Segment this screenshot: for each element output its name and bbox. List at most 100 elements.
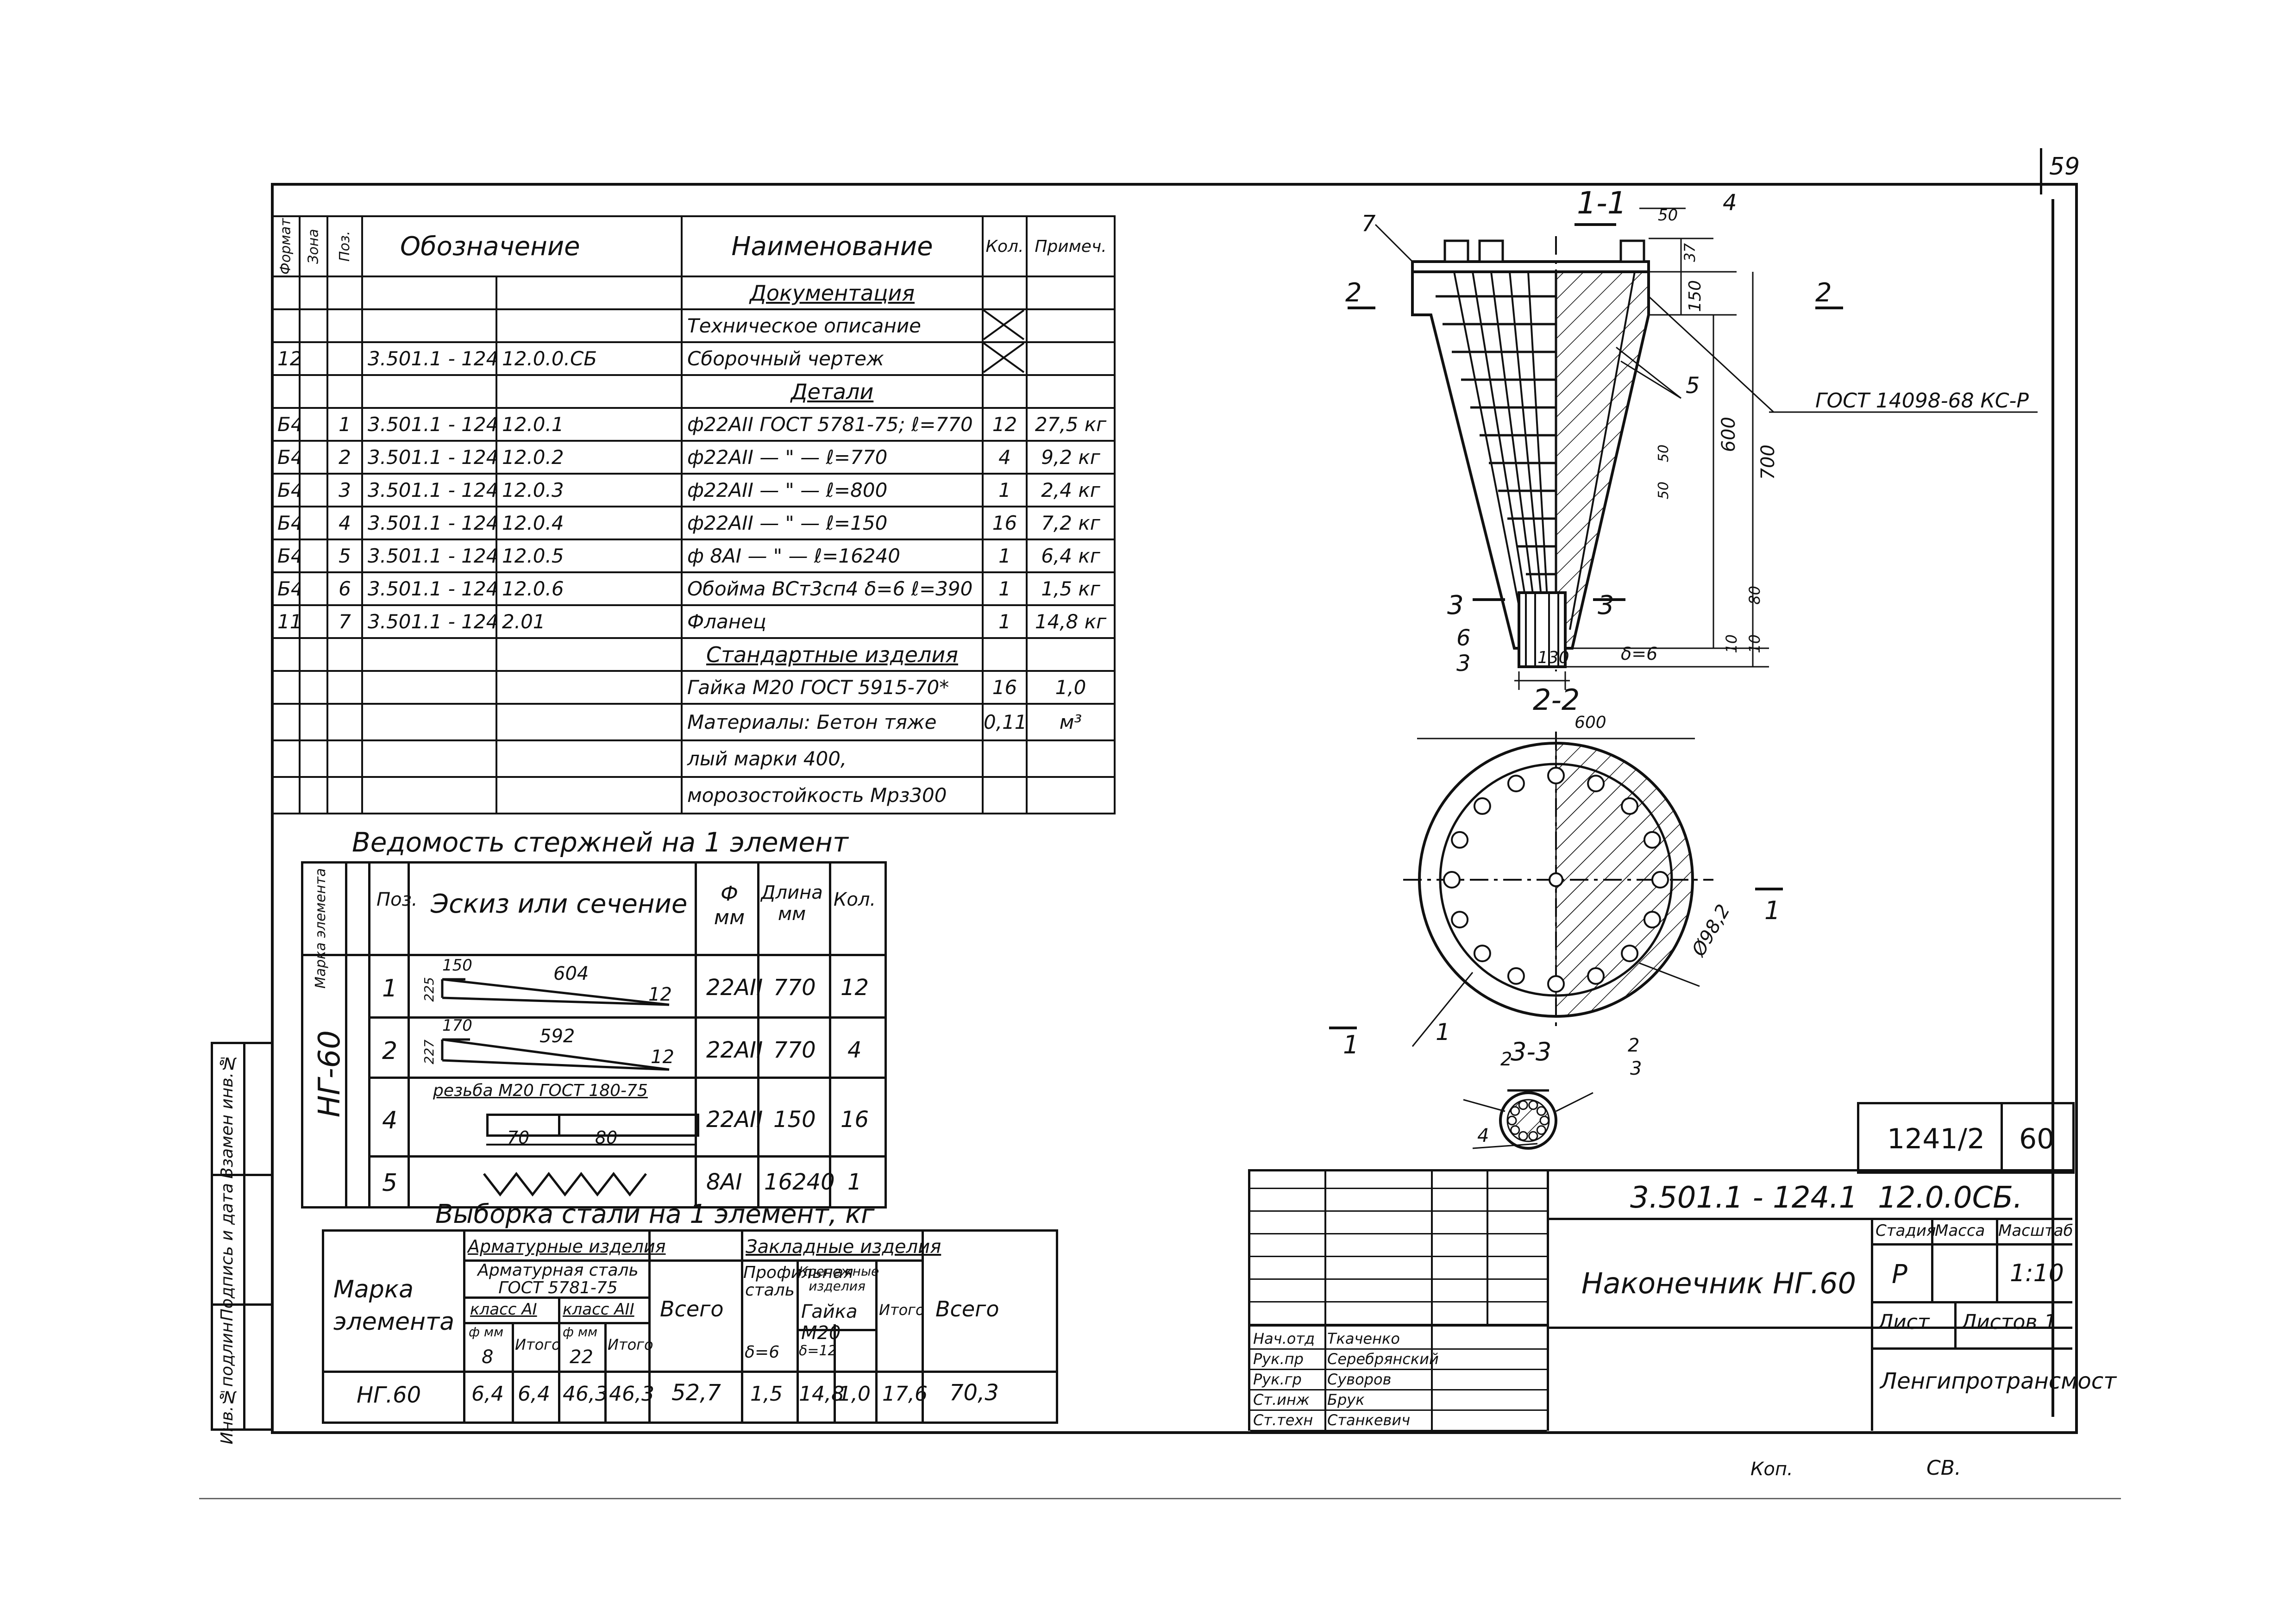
hdr-zone: Зона xyxy=(300,216,327,276)
steel-hdr-dia: ф мм xyxy=(469,1324,504,1340)
steel-row-p6: 1,5 xyxy=(750,1382,783,1406)
spec-cell-designation-2: 12.0.2 xyxy=(496,440,683,475)
rebar-row-qty: 16 xyxy=(841,1107,869,1133)
hdr-note: Примеч. xyxy=(1026,215,1116,277)
bolt-hole xyxy=(1451,911,1469,929)
dim-delta6: δ=6 xyxy=(1621,644,1658,664)
spec-cell-designation xyxy=(361,276,497,310)
hdr-designation: Обозначение xyxy=(361,215,683,277)
hdr-qty: Кол. xyxy=(982,215,1028,277)
spec-cell-designation-2: 12.0.5 xyxy=(496,539,683,573)
spec-cell-format xyxy=(271,776,301,814)
spec-cell-designation-2: 12.0.0.СБ xyxy=(496,341,683,376)
steel-hdr-nut: Гайка М20 xyxy=(801,1301,858,1344)
spec-cell-qty: 4 xyxy=(982,440,1028,475)
footer-line xyxy=(199,1498,2121,1499)
rebar-dim: 604 xyxy=(553,963,589,984)
steel-row-nut: 1,0 xyxy=(838,1382,871,1406)
rebar-mark-value: НГ-60 xyxy=(313,1030,347,1118)
doc-code-2: 12.0.0СБ. xyxy=(1878,1181,2023,1215)
spec-cell-qty xyxy=(982,374,1028,409)
spec-cell-name: ф22АII — " — ℓ=800 xyxy=(681,473,984,507)
dim-600b: 600 xyxy=(1575,713,1606,732)
spec-cell-qty: 16 xyxy=(982,506,1028,540)
rebar-row-pos: 2 xyxy=(382,1037,398,1065)
rebar-row-pos: 4 xyxy=(382,1107,398,1134)
bar-section xyxy=(1536,1125,1546,1135)
bolt-hole xyxy=(1547,767,1565,784)
spec-cell-name: Обойма ВСт3сп4 δ=6 ℓ=390 xyxy=(681,571,984,606)
steel-row-mark: НГ.60 xyxy=(357,1382,421,1408)
rebar-row-dia: 8АI xyxy=(706,1169,742,1195)
steel-row-all: 70,3 xyxy=(949,1380,999,1406)
center-bar xyxy=(1549,872,1563,887)
spec-cell-designation-2: 12.0.1 xyxy=(496,407,683,442)
spec-cell-zone xyxy=(299,571,328,606)
rebar-hdr-qty: Кол. xyxy=(834,889,876,910)
bolt-hole xyxy=(1587,967,1605,985)
spec-cell-name: Сборочный чертеж xyxy=(681,341,984,376)
spec-row: Техническое описание xyxy=(271,308,1116,343)
scale-header: Масштаб xyxy=(1998,1221,2073,1240)
rebar-row-length: 16240 xyxy=(764,1169,835,1195)
rebar-row-qty: 4 xyxy=(847,1037,862,1063)
spec-cell-designation: 3.501.1 - 124.1 xyxy=(361,506,497,540)
spec-cell-name: Фланец xyxy=(681,604,984,639)
spec-cell-note xyxy=(1026,341,1116,376)
hdr-name: Наименование xyxy=(681,215,984,277)
spec-cell-pos: 2 xyxy=(326,440,363,475)
spec-cell-note xyxy=(1026,739,1116,778)
spec-cell-designation xyxy=(361,739,497,778)
bar-section xyxy=(1528,1100,1538,1110)
cross-mark xyxy=(983,309,1025,340)
bar-section xyxy=(1510,1106,1520,1116)
stamp-signature-date: Подпись и дата xyxy=(218,1183,237,1321)
bolt-hole xyxy=(1507,775,1525,793)
stamp-replace-inv: Взамен инв.№ xyxy=(218,1053,237,1179)
rebar-dim: 150 xyxy=(442,956,472,975)
section-3-3-label: 3-3 xyxy=(1511,1037,1552,1066)
spec-row: лый марки 400, xyxy=(271,739,1116,778)
signer-role: Рук.гр xyxy=(1253,1371,1302,1388)
spec-cell-zone xyxy=(299,407,328,442)
spec-cell-pos: 3 xyxy=(326,473,363,507)
bolt-hole xyxy=(1507,967,1525,985)
page-number-box xyxy=(2040,148,2089,194)
spec-cell-designation-2 xyxy=(496,276,683,310)
spec-cell-designation-2: 12.0.6 xyxy=(496,571,683,606)
spec-cell-designation-2 xyxy=(496,637,683,672)
spec-cell-note xyxy=(1026,637,1116,672)
spec-cell-designation xyxy=(361,374,497,409)
label-2c: 2 xyxy=(1500,1049,1512,1070)
rebar-row-dia: 22АII xyxy=(706,1107,763,1133)
stage-value: Р xyxy=(1892,1259,1907,1290)
spec-cell-note: 6,4 кг xyxy=(1026,539,1116,573)
rebar-sketch-4 xyxy=(486,1114,699,1137)
spec-cell-format: Б4 xyxy=(271,407,301,442)
spec-cell-pos xyxy=(326,776,363,814)
steel-hdr-d6: δ=6 xyxy=(745,1343,780,1362)
spec-cell-designation-2: 2.01 xyxy=(496,604,683,639)
spec-cell-note xyxy=(1026,374,1116,409)
spec-cell-designation xyxy=(361,637,497,672)
rebar-table: Марка элемента Поз. Эскиз или сечение Ф … xyxy=(301,861,887,1209)
rebar-row-dia: 22АII xyxy=(706,975,763,1001)
steel-hdr-total-1: Итого xyxy=(515,1336,561,1353)
spec-cell-name: морозостойкость Мрз300 xyxy=(681,776,984,814)
spec-cell-qty: 16 xyxy=(982,670,1028,705)
spec-cell-zone xyxy=(299,539,328,573)
gost-label: ГОСТ 14098-68 КС-Р xyxy=(1815,389,2029,413)
spec-cell-designation: 3.501.1 - 124.1 xyxy=(361,341,497,376)
rebar-dim: 170 xyxy=(442,1016,472,1035)
label-4: 4 xyxy=(1723,190,1737,216)
signer-name: Станкевич xyxy=(1327,1411,1411,1429)
bar-section xyxy=(1510,1125,1520,1135)
bar-section xyxy=(1507,1115,1517,1126)
steel-table: Марка элемента Арматурные изделия Армату… xyxy=(322,1229,1058,1424)
section-1-1-view xyxy=(1348,207,2038,690)
section-3-3-view xyxy=(1463,1089,1593,1150)
spec-cell-format: Б4 xyxy=(271,440,301,475)
spec-cell-name: ф22АII — " — ℓ=150 xyxy=(681,506,984,540)
